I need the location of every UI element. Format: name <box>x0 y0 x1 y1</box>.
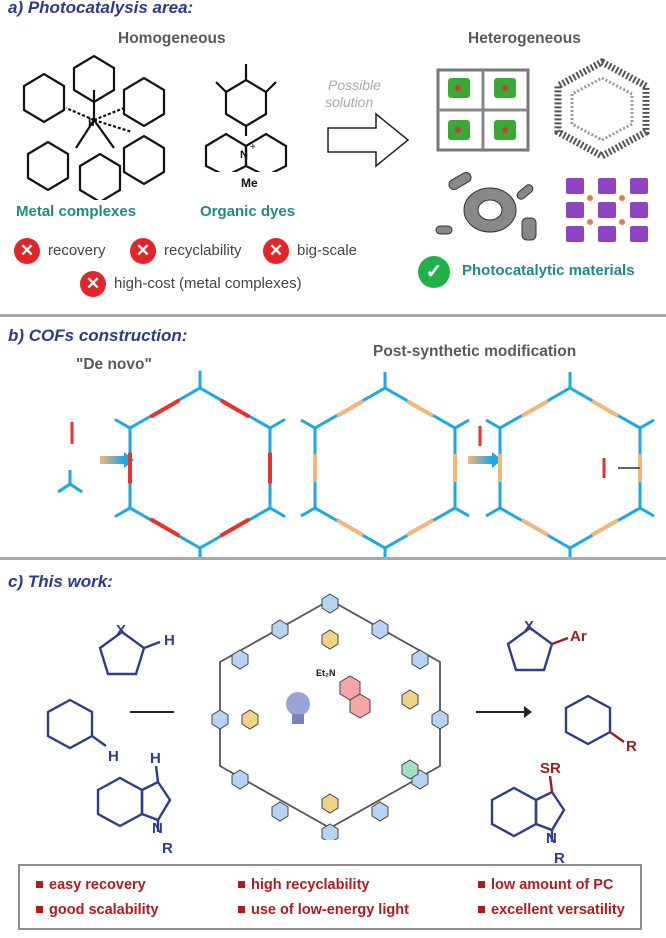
heteroarene-x-label: X <box>116 622 127 639</box>
product-sr-label: SR <box>540 760 561 777</box>
polymer-crystal-image <box>566 178 648 242</box>
heteroarene-substrate <box>98 630 161 676</box>
iridium-complex-structure: Ir <box>22 54 166 200</box>
indole-h-label: H <box>150 750 161 767</box>
light-bulb-icon <box>286 692 310 724</box>
arylated-heteroarene-product <box>506 626 569 672</box>
indole-n-label: N <box>152 820 163 837</box>
indole-r-label: R <box>162 840 173 857</box>
de-novo-cof-hexagon <box>114 370 286 560</box>
product-r-label: R <box>626 738 637 755</box>
possible-text: Possible <box>328 77 381 93</box>
reactant-line <box>130 711 174 713</box>
green-check-icon: ✓ <box>418 256 450 288</box>
benefit-excellent-versatility: excellent versatility <box>478 902 625 918</box>
recovery-x-icon: ✕ <box>14 238 40 264</box>
solution-text: solution <box>325 94 374 110</box>
modified-cof-hexagon <box>485 372 655 560</box>
indole-substrate <box>96 765 172 832</box>
photocatalyst-moiety <box>339 675 371 719</box>
homogeneous-heading: Homogeneous <box>118 30 226 47</box>
metal-complexes-label: Metal complexes <box>16 203 137 220</box>
heteroarene-h-label: H <box>164 632 175 649</box>
big-scale-x-icon: ✕ <box>263 238 289 264</box>
et2n-label: Et₂N <box>316 668 336 678</box>
post-synthetic-cof-hexagon-start <box>300 372 470 560</box>
mof-structure-image <box>436 68 530 152</box>
benzene-h-label: H <box>108 748 119 765</box>
cof-photocatalyst-structure: Et₂N <box>211 593 449 840</box>
divider-b-c <box>0 557 666 560</box>
divider-a-b <box>0 314 666 317</box>
section-a-title: a) Photocatalysis area: <box>8 0 194 17</box>
gradient-arrow-2 <box>468 452 502 468</box>
high-cost-x-icon: ✕ <box>80 271 106 297</box>
acridinium-plus-label: + <box>250 142 256 153</box>
benefit-good-scalability: good scalability <box>36 902 159 918</box>
cof-framework-image <box>554 58 650 160</box>
cof-construction-diagram <box>57 370 655 560</box>
recovery-label: recovery <box>48 242 106 259</box>
product-n-label: N <box>546 830 557 847</box>
solution-arrow-icon <box>327 112 410 168</box>
product-x-label: X <box>524 618 535 635</box>
substituted-benzene-product <box>564 694 625 746</box>
section-c-title: c) This work: <box>8 572 113 591</box>
acridinium-n-label: N <box>240 149 248 161</box>
high-cost-label: high-cost (metal complexes) <box>114 275 302 292</box>
product-ar-label: Ar <box>570 628 587 645</box>
organic-dyes-label: Organic dyes <box>200 203 296 220</box>
ir-atom-label: Ir <box>88 115 96 129</box>
section-b-title: b) COFs construction: <box>8 326 188 345</box>
recyclability-label: recyclability <box>164 242 242 259</box>
nanotube-image <box>435 172 537 241</box>
post-synthetic-label: Post-synthetic modification <box>373 343 577 360</box>
sulfenylated-indole-product <box>490 775 566 842</box>
product-arrow-line <box>476 711 526 713</box>
de-novo-label: "De novo" <box>76 356 152 373</box>
heterogeneous-heading: Heterogeneous <box>468 30 581 47</box>
benzene-substrate <box>46 698 107 750</box>
blue-node-monomer <box>57 470 83 494</box>
acridinium-dye-structure: N + <box>204 64 288 172</box>
recyclability-x-icon: ✕ <box>130 238 156 264</box>
product-arrow-head <box>524 706 532 718</box>
benefit-high-recyclability: high recyclability <box>238 877 369 893</box>
acridinium-me-label: Me <box>241 176 258 190</box>
big-scale-label: big-scale <box>297 242 358 259</box>
benefit-low-energy-light: use of low-energy light <box>238 902 409 918</box>
benefit-easy-recovery: easy recovery <box>36 877 146 893</box>
photocatalytic-materials-label: Photocatalytic materials <box>462 262 635 279</box>
benefits-box <box>18 864 642 930</box>
product-r-substituent-label: R <box>554 850 565 867</box>
benefit-low-amount-pc: low amount of PC <box>478 877 613 893</box>
